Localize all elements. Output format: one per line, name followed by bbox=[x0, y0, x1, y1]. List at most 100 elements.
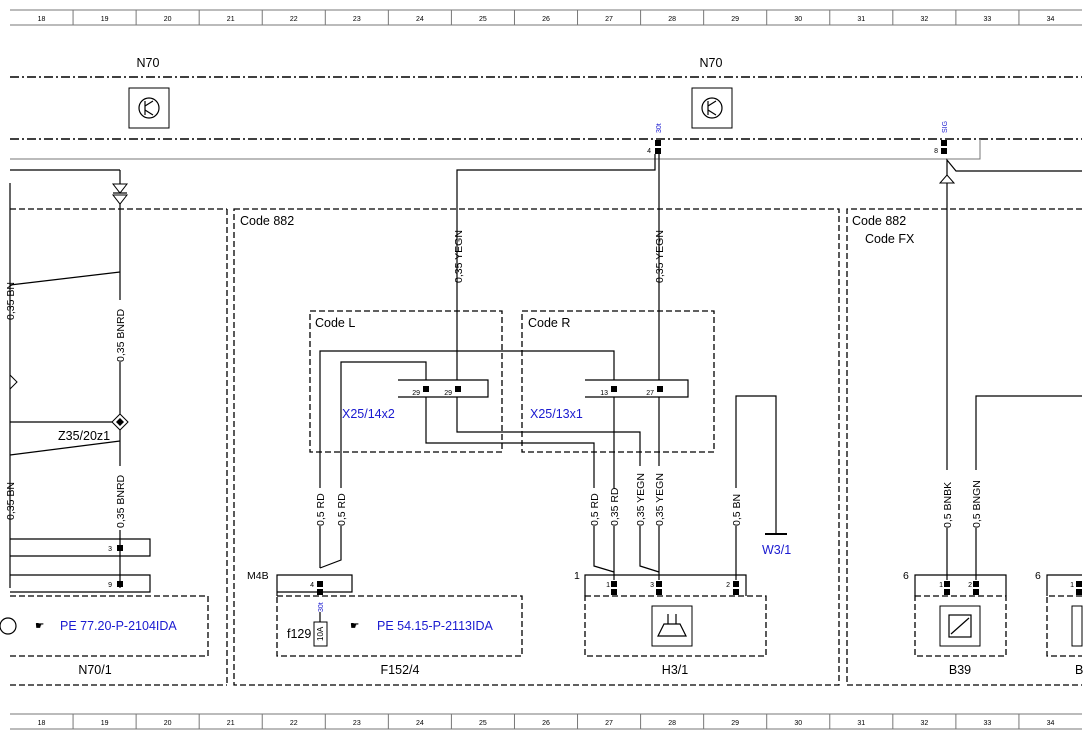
ground-bus-line bbox=[10, 139, 981, 160]
top-ruler-label: 26 bbox=[542, 16, 550, 23]
wire-label: 0,35 BN bbox=[5, 282, 17, 320]
bottom-ruler-label: 19 bbox=[101, 720, 109, 727]
top-ruler-label: 23 bbox=[353, 16, 361, 23]
region-label: Code 882 bbox=[240, 214, 294, 228]
region-code-882 bbox=[233, 208, 840, 686]
pin-signal-label: SIG bbox=[942, 121, 949, 133]
splice-label: Z35/20z1 bbox=[58, 429, 110, 443]
pin-number: 1 bbox=[939, 582, 943, 589]
bottom-ruler-label: 27 bbox=[605, 720, 613, 727]
bottom-ruler-label: 32 bbox=[920, 720, 928, 727]
module-n70-left-label: N70 bbox=[137, 56, 160, 70]
bottom-ruler-label: 23 bbox=[353, 720, 361, 727]
top-ruler-label: 29 bbox=[731, 16, 739, 23]
component-label: B bbox=[1075, 663, 1083, 677]
pin-number: 4 bbox=[310, 582, 314, 589]
connector-number: 6 bbox=[903, 570, 909, 582]
pin-signal-label: 30t bbox=[318, 602, 325, 612]
bottom-ruler-label: 25 bbox=[479, 720, 487, 727]
bottom-ruler-label: 33 bbox=[984, 720, 992, 727]
top-ruler-label: 34 bbox=[1047, 16, 1055, 23]
wire-label: 0,35 RD bbox=[609, 487, 621, 526]
top-ruler-label: 20 bbox=[164, 16, 172, 23]
splice-node bbox=[9, 373, 18, 391]
pin-number: 2 bbox=[726, 582, 730, 589]
pin-number: 1 bbox=[606, 582, 610, 589]
region-label: Code FX bbox=[865, 232, 915, 246]
region-code-882-fx bbox=[846, 208, 1082, 686]
connector-number: 6 bbox=[1035, 570, 1041, 582]
wire-label: 0,35 BN bbox=[5, 482, 17, 520]
pin-signal-label: 30t bbox=[656, 123, 663, 133]
pin-number: 3 bbox=[650, 582, 654, 589]
pin-marker bbox=[941, 140, 947, 146]
top-ruler-label: 32 bbox=[920, 16, 928, 23]
pin-number: 13 bbox=[600, 390, 608, 397]
bottom-ruler-label: 26 bbox=[542, 720, 550, 727]
bottom-ruler-label: 31 bbox=[857, 720, 865, 727]
connector-label: M4B bbox=[247, 570, 269, 582]
connector-strip bbox=[10, 574, 151, 593]
component-f152-4-box bbox=[276, 595, 523, 657]
reference-link[interactable]: PE 77.20-P-2104IDA bbox=[60, 619, 177, 633]
sensor-icon bbox=[939, 605, 981, 647]
wire-label: 0,5 BN bbox=[731, 494, 743, 526]
bottom-ruler-label: 24 bbox=[416, 720, 424, 727]
bottom-ruler-label: 34 bbox=[1047, 720, 1055, 727]
bottom-ruler-label: 22 bbox=[290, 720, 298, 727]
pin-number: 27 bbox=[646, 390, 654, 397]
reference-hand-icon: ☛ bbox=[35, 620, 44, 632]
top-ruler-label: 33 bbox=[984, 16, 992, 23]
module-n70-right-label: N70 bbox=[700, 56, 723, 70]
wire-label: 0,5 RD bbox=[315, 493, 327, 526]
horn-icon bbox=[651, 605, 693, 647]
bottom-ruler-label: 30 bbox=[794, 720, 802, 727]
pin-number: 29 bbox=[444, 390, 452, 397]
variant-label: Code R bbox=[528, 316, 570, 330]
connector-number: 1 bbox=[574, 570, 580, 582]
component-label: H3/1 bbox=[662, 663, 688, 677]
top-ruler bbox=[10, 9, 1082, 26]
pin-marker bbox=[655, 140, 661, 146]
top-ruler-label: 30 bbox=[794, 16, 802, 23]
wire-label: 0,35 YEGN bbox=[654, 473, 666, 526]
bottom-ruler bbox=[10, 713, 1082, 730]
top-ruler-label: 21 bbox=[227, 16, 235, 23]
reference-link[interactable]: PE 54.15-P-2113IDA bbox=[377, 619, 493, 633]
variant-code-r bbox=[521, 310, 715, 453]
splice-arrow bbox=[111, 194, 129, 205]
wire-label: 0,35 YEGN bbox=[453, 230, 465, 283]
connector-strip bbox=[276, 574, 353, 596]
component-cut-box bbox=[1046, 595, 1082, 657]
bottom-ruler-label: 29 bbox=[731, 720, 739, 727]
component-n70-1-box bbox=[10, 595, 209, 657]
pin-number: 9 bbox=[108, 582, 112, 589]
variant-label: Code L bbox=[315, 316, 355, 330]
top-ruler-label: 19 bbox=[101, 16, 109, 23]
pin-number: 29 bbox=[412, 390, 420, 397]
wire-label: 0,35 YEGN bbox=[635, 473, 647, 526]
wire-label: 0,5 BNBK bbox=[942, 482, 954, 528]
bottom-ruler-label: 20 bbox=[164, 720, 172, 727]
connector-strip bbox=[398, 379, 489, 398]
connector-label: X25/13x1 bbox=[530, 407, 583, 421]
connector-label: X25/14x2 bbox=[342, 407, 395, 421]
wire-label: 0,35 BNRD bbox=[115, 474, 127, 528]
connector-strip bbox=[10, 538, 151, 557]
pin-number: 8 bbox=[934, 148, 938, 155]
top-ruler-label: 25 bbox=[479, 16, 487, 23]
fuse-rating: 10A bbox=[316, 626, 325, 641]
top-ruler-label: 18 bbox=[38, 16, 46, 23]
connector-strip bbox=[585, 379, 689, 398]
wire-label: 0,5 BNGN bbox=[971, 480, 983, 528]
control-unit-icon bbox=[128, 87, 170, 129]
component-b39-box bbox=[914, 595, 1007, 657]
splice-arrow bbox=[111, 183, 129, 194]
pin-marker bbox=[655, 148, 661, 154]
splice-arrow bbox=[938, 174, 956, 184]
top-ruler-label: 24 bbox=[416, 16, 424, 23]
connector-strip bbox=[584, 574, 747, 596]
connector-strip bbox=[914, 574, 1007, 596]
reference-hand-icon: ☛ bbox=[350, 620, 359, 632]
